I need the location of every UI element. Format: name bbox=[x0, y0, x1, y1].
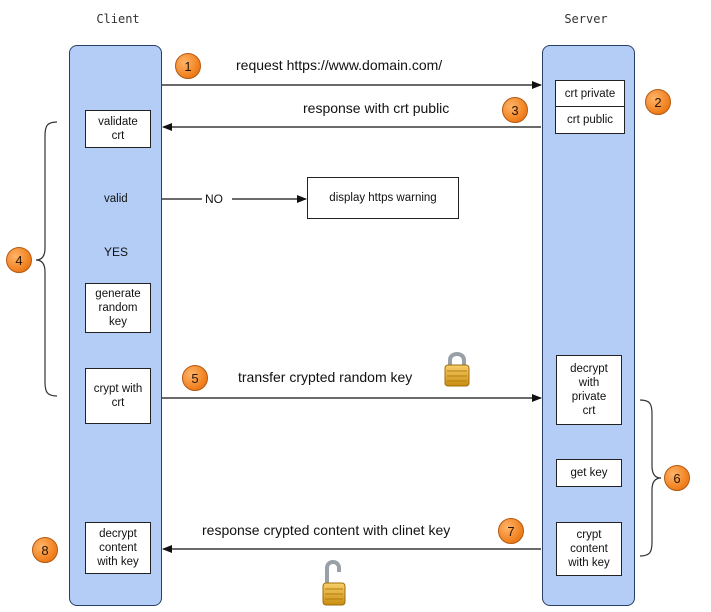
crypt-with-crt-box: crypt with crt bbox=[85, 368, 151, 424]
server-lane bbox=[542, 45, 635, 606]
server-lane-title: Server bbox=[564, 12, 608, 26]
step-badge-2: 2 bbox=[645, 89, 671, 115]
client-lane-title: Client bbox=[96, 12, 140, 26]
step-badge-4: 4 bbox=[6, 247, 32, 273]
step-badge-5: 5 bbox=[182, 365, 208, 391]
step-badge-1: 1 bbox=[175, 53, 201, 79]
branch-yes-label: YES bbox=[104, 245, 129, 259]
crypt-content-box: crypt content with key bbox=[556, 522, 622, 576]
branch-no-label: NO bbox=[205, 192, 223, 206]
bracket-step-6 bbox=[639, 399, 662, 557]
validate-crt-box: validate crt bbox=[85, 110, 151, 148]
get-key-box: get key bbox=[556, 459, 622, 487]
generate-random-key-box: generate random key bbox=[85, 283, 151, 333]
message-response-content-label: response crypted content with clinet key bbox=[202, 522, 451, 538]
decrypt-with-private-crt-box: decrypt with private crt bbox=[556, 355, 622, 425]
step-badge-8: 8 bbox=[32, 537, 58, 563]
message-response-crt-label: response with crt public bbox=[303, 100, 450, 116]
step-badge-7: 7 bbox=[498, 518, 524, 544]
step-badge-6: 6 bbox=[664, 465, 690, 491]
crt-private-cell: crt private bbox=[556, 81, 624, 107]
bracket-step-4 bbox=[35, 121, 58, 397]
crt-public-cell: crt public bbox=[566, 114, 614, 126]
https-warning-box: display https warning bbox=[307, 177, 459, 219]
padlock-icon bbox=[444, 352, 470, 387]
valid-decision-label: valid bbox=[104, 193, 128, 205]
step-badge-3: 3 bbox=[502, 97, 528, 123]
decrypt-content-box: decrypt content with key bbox=[85, 522, 151, 574]
open-padlock-icon bbox=[322, 560, 346, 606]
message-transfer-key-label: transfer crypted random key bbox=[238, 369, 413, 385]
crt-key-pair-box: crt private crt public bbox=[555, 80, 625, 134]
message-request-label: request https://www.domain.com/ bbox=[236, 57, 443, 73]
